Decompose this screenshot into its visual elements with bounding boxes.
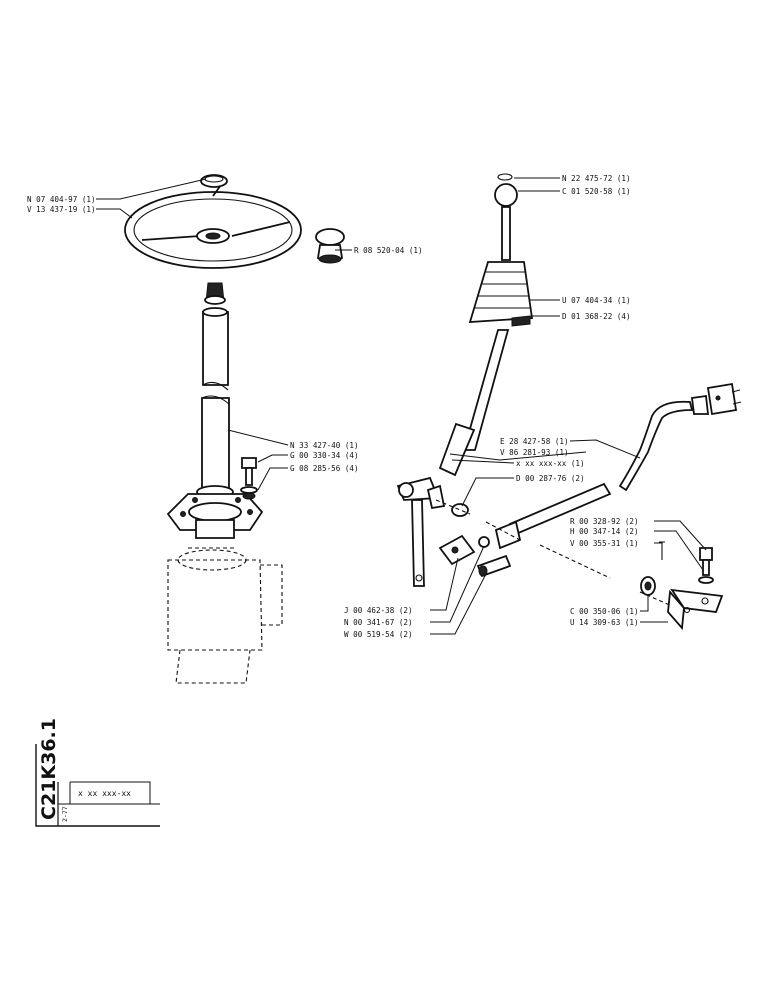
- label-u07404: U 07 404-34 (1): [562, 296, 631, 305]
- label-c01520: C 01 520-58 (1): [562, 187, 631, 196]
- label-v00355: V 00 355-31 (1): [570, 539, 639, 548]
- steering-assembly: [124, 174, 345, 684]
- leader-lines: [96, 177, 707, 635]
- lever-rod: [501, 206, 511, 261]
- label-v86281: V 86 281-93 (1): [500, 448, 569, 457]
- label-g00330: G 00 330-34 (4): [290, 451, 359, 460]
- label-n07404: N 07 404-97 (1): [27, 195, 96, 204]
- label-v13437: V 13 437-19 (1): [27, 205, 96, 214]
- label-n22475: N 22 475-72 (1): [562, 174, 631, 183]
- drawing-date: 2-77: [61, 806, 69, 822]
- part-labels: N 07 404-97 (1) V 13 437-19 (1) R 08 520…: [27, 174, 639, 639]
- label-u14309: U 14 309-63 (1): [570, 618, 639, 627]
- mounting-bracket: [667, 588, 724, 631]
- steering-box-outline: [167, 547, 283, 684]
- label-e28427: E 28 427-58 (1): [500, 437, 569, 446]
- drawing-code: C21K36.1: [38, 718, 60, 820]
- label-c00350: C 00 350-06 (1): [570, 607, 639, 616]
- label-n33427: N 33 427-40 (1): [290, 441, 359, 450]
- retaining-ring: [497, 173, 513, 181]
- label-r08520: R 08 520-04 (1): [354, 246, 423, 255]
- steering-column: [196, 307, 234, 499]
- label-n00341: N 00 341-67 (2): [344, 618, 413, 627]
- cable-harness: [618, 382, 742, 492]
- shift-lever-assembly: [396, 173, 742, 631]
- pivot-bushing: [426, 484, 446, 510]
- shift-lever: [462, 329, 510, 451]
- label-r00328: R 00 328-92 (2): [570, 517, 639, 526]
- label-h00347: H 00 347-14 (2): [570, 527, 639, 536]
- reference-number: x xx xxx-xx: [78, 789, 131, 798]
- pivot-arm: [396, 476, 440, 587]
- spinner-knob: [315, 228, 345, 264]
- bracket-bolt: [698, 547, 714, 584]
- title-block: C21K36.1 x xx xxx-xx 2-77: [35, 718, 160, 827]
- label-j00462: J 00 462-38 (2): [344, 606, 413, 615]
- column-flange: [166, 493, 264, 539]
- knob-ball: [494, 183, 518, 207]
- split-pin: [659, 541, 665, 560]
- horn-cap: [200, 174, 228, 188]
- rubber-gaiter: [468, 261, 534, 327]
- pivot-rod: [494, 482, 612, 550]
- label-d01368: D 01 368-22 (4): [562, 312, 631, 321]
- bush-d00287: [451, 503, 469, 517]
- clevis: [438, 534, 490, 566]
- label-w00519: W 00 519-54 (2): [344, 630, 413, 639]
- label-g08285: G 08 285-56 (4): [290, 464, 359, 473]
- flange-bolt: [240, 457, 258, 500]
- label-xxx: x xx xxx-xx (1): [516, 459, 585, 468]
- label-d00287: D 00 287-76 (2): [516, 474, 585, 483]
